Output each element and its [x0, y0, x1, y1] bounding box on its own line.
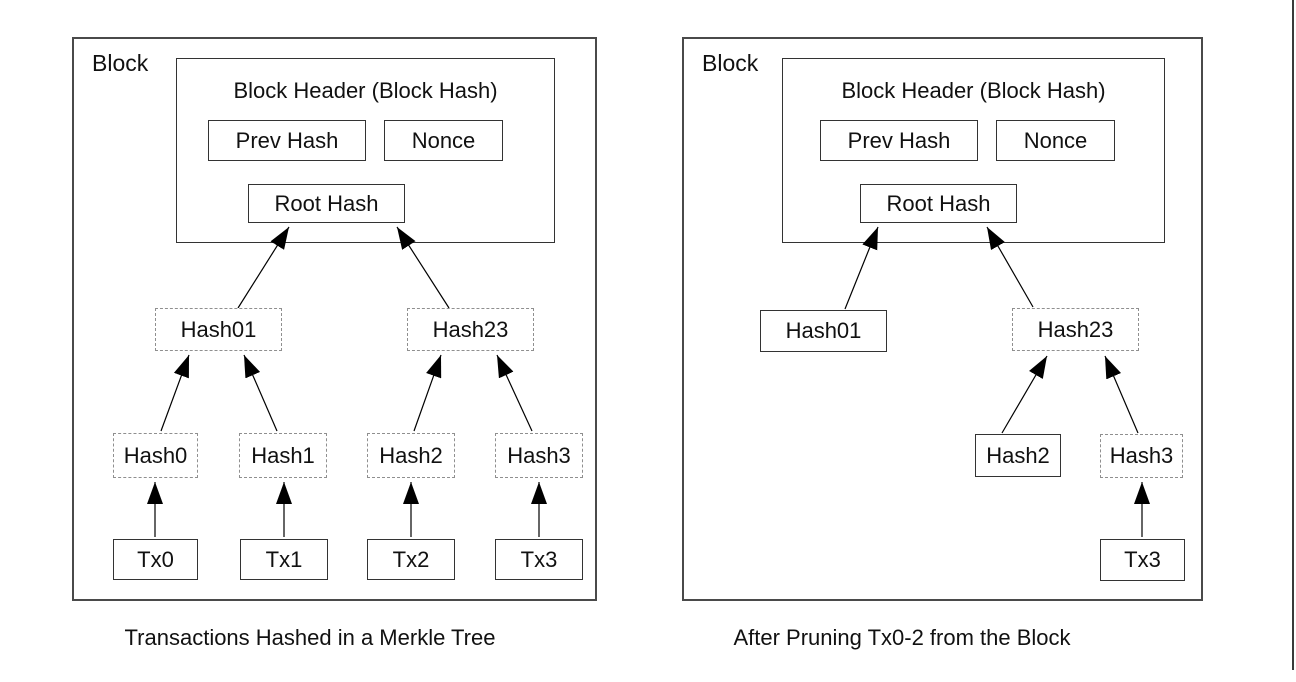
right-root-hash-box: Root Hash: [860, 184, 1017, 223]
left-hash01-box: Hash01: [155, 308, 282, 351]
right-hash3-box: Hash3: [1100, 434, 1183, 478]
right-block-label: Block: [702, 50, 759, 76]
left-hash1-box: Hash1: [239, 433, 327, 478]
left-block-header-title: Block Header (Block Hash): [233, 78, 498, 103]
right-block-frame: [682, 37, 1203, 601]
left-block-frame: [72, 37, 597, 601]
left-block-label: Block: [92, 50, 149, 76]
right-nonce-box: Nonce: [996, 120, 1115, 161]
left-prev-hash-box: Prev Hash: [208, 120, 366, 161]
left-root-hash-box: Root Hash: [248, 184, 405, 223]
right-prev-hash-box: Prev Hash: [820, 120, 978, 161]
left-hash3-box: Hash3: [495, 433, 583, 478]
left-caption: Transactions Hashed in a Merkle Tree: [124, 625, 496, 650]
left-tx2-box: Tx2: [367, 539, 455, 580]
right-caption: After Pruning Tx0-2 from the Block: [733, 625, 1071, 650]
left-nonce-box: Nonce: [384, 120, 503, 161]
left-hash23-box: Hash23: [407, 308, 534, 351]
right-hash01-box: Hash01: [760, 310, 887, 352]
right-block-header-title: Block Header (Block Hash): [841, 78, 1106, 103]
left-hash2-box: Hash2: [367, 433, 455, 478]
right-hash2-box: Hash2: [975, 434, 1061, 477]
left-tx0-box: Tx0: [113, 539, 198, 580]
right-block-header-frame: [782, 58, 1165, 243]
right-tx3-box: Tx3: [1100, 539, 1185, 581]
left-block-header-frame: [176, 58, 555, 243]
right-hash23-box: Hash23: [1012, 308, 1139, 351]
page-edge-line: [1292, 0, 1294, 670]
left-tx3-box: Tx3: [495, 539, 583, 580]
left-hash0-box: Hash0: [113, 433, 198, 478]
left-tx1-box: Tx1: [240, 539, 328, 580]
